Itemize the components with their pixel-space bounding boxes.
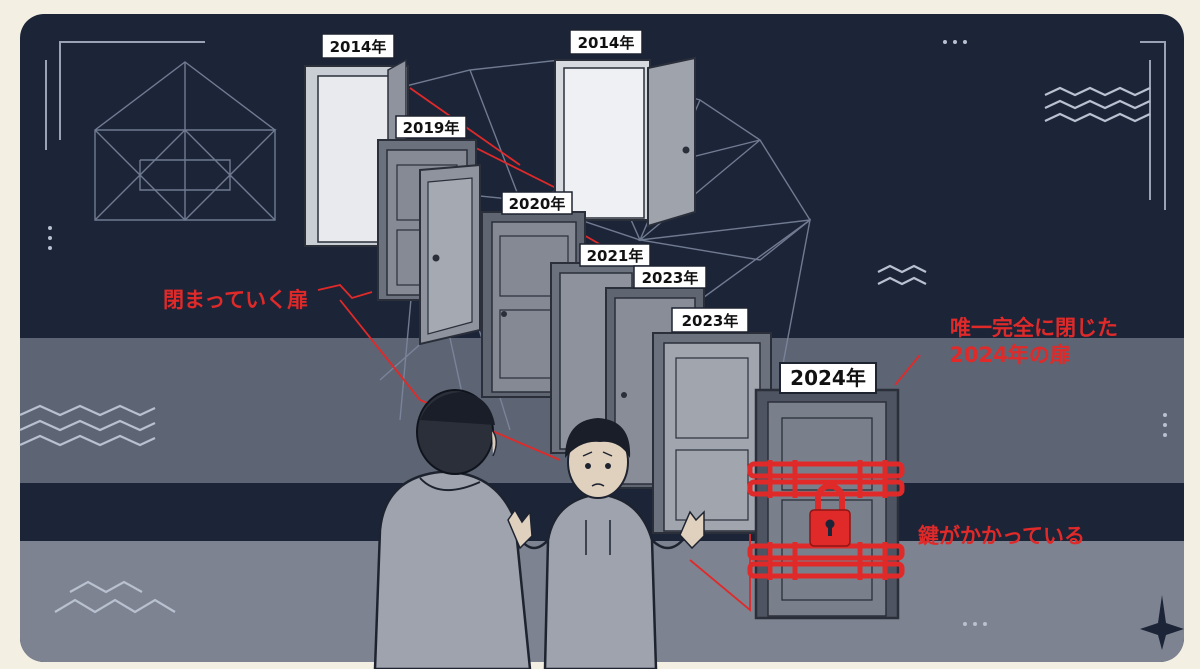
padlock-icon bbox=[809, 483, 851, 547]
svg-text:2019年: 2019年 bbox=[403, 119, 460, 137]
year-label-2014-left: 2014年 bbox=[321, 33, 395, 59]
person-front-view bbox=[507, 418, 705, 669]
annotation-locked: 鍵がかかっている bbox=[918, 524, 1085, 548]
svg-text:2023年: 2023年 bbox=[682, 312, 739, 330]
frame-corner-decoration bbox=[45, 41, 1166, 210]
year-label-2024: 2024年 bbox=[779, 362, 877, 394]
dot-decoration bbox=[48, 40, 1167, 626]
zigzag-decoration bbox=[19, 86, 1151, 614]
annotation-closing-doors: 閉まっていく扉 bbox=[163, 288, 308, 312]
svg-text:2020年: 2020年 bbox=[509, 195, 566, 213]
annotation-only-closed-line2: 2024年の扉 bbox=[949, 343, 1070, 367]
door-2020 bbox=[419, 163, 481, 346]
sparkle-icon bbox=[1140, 595, 1184, 650]
svg-text:2024年: 2024年 bbox=[790, 366, 866, 390]
door-2024-locked bbox=[754, 388, 900, 620]
year-label-2021: 2021年 bbox=[579, 243, 651, 267]
year-label-2020: 2020年 bbox=[501, 191, 573, 215]
door-2014-right bbox=[554, 56, 696, 228]
svg-text:2021年: 2021年 bbox=[587, 247, 644, 265]
svg-text:2014年: 2014年 bbox=[330, 38, 387, 56]
svg-text:2023年: 2023年 bbox=[642, 269, 699, 287]
door-2023-front bbox=[652, 332, 772, 534]
year-label-2023-back: 2023年 bbox=[633, 265, 707, 289]
chain-icon bbox=[747, 460, 905, 580]
year-label-2014-right: 2014年 bbox=[569, 29, 643, 55]
svg-text:2014年: 2014年 bbox=[578, 34, 635, 52]
annotation-only-closed-line1: 唯一完全に閉じた bbox=[950, 316, 1118, 340]
year-label-2023-front: 2023年 bbox=[671, 307, 749, 333]
year-label-2019: 2019年 bbox=[395, 115, 467, 139]
person-back-view bbox=[373, 389, 532, 669]
